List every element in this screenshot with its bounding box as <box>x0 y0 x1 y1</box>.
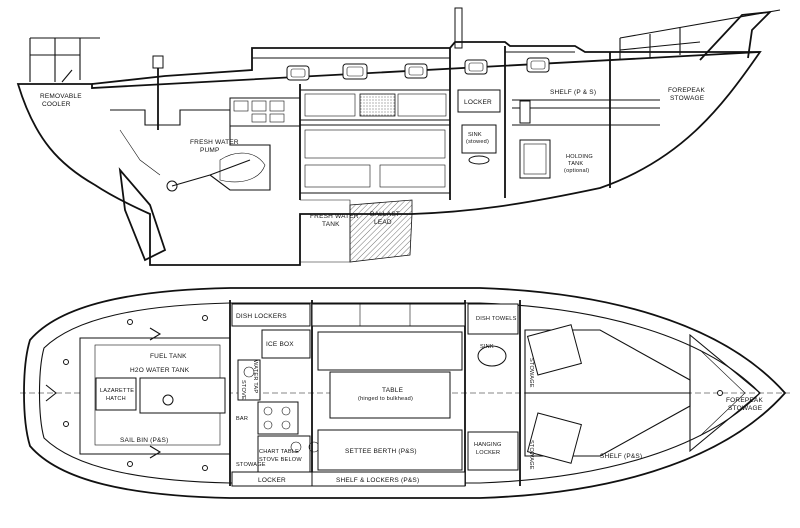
label-table-1: TABLE <box>382 387 404 394</box>
head-top <box>467 303 519 335</box>
mast-stub <box>454 7 463 49</box>
label-ice-box: ICE BOX <box>266 341 294 348</box>
label-table-2: (hinged to bulkhead) <box>358 396 413 402</box>
settee-profile <box>299 124 451 194</box>
upper-shelf-lockers <box>311 303 466 327</box>
label-head-sink: SINK <box>480 344 494 350</box>
head-sink-plan <box>477 345 507 367</box>
label-removable-cooler-1: REMOVABLE <box>40 93 82 100</box>
ice-box <box>261 329 311 359</box>
profile-view: REMOVABLE COOLER FRESH WATER PUMP FRESH … <box>16 7 781 266</box>
label-holding-tank-1: HOLDING <box>566 154 593 160</box>
hull-plan-outer <box>23 287 787 499</box>
stove-plan <box>257 401 299 435</box>
label-forepeak-plan-1: FOREPEAK <box>726 397 763 404</box>
stern-pulpit <box>29 37 100 83</box>
label-lazarette-2: HATCH <box>106 396 126 402</box>
label-shelf-profile: SHELF (P & S) <box>550 89 596 96</box>
label-holding-tank-3: (optional) <box>564 168 589 174</box>
cabin-top <box>91 41 760 85</box>
label-fuel-tank: FUEL TANK <box>150 353 187 360</box>
label-stove: STOVE <box>240 380 246 400</box>
label-stowage-mid-2: STOWAGE <box>528 440 534 470</box>
cockpit <box>79 337 231 455</box>
bulkheads-plan <box>229 300 521 486</box>
portholes <box>286 57 550 81</box>
label-dish-towel: DISH TOWELS <box>476 316 517 322</box>
deck-fittings <box>45 315 723 471</box>
label-sink-1: SINK <box>468 132 482 138</box>
label-fresh-water-tank-1: FRESH WATER <box>310 213 359 220</box>
label-forepeak-profile-1: FOREPEAK <box>668 87 705 94</box>
ballast-keel <box>349 199 413 263</box>
label-shelf-lockers: SHELF & LOCKERS (P&S) <box>336 477 419 484</box>
head-area-profile <box>457 89 501 165</box>
label-sail-bin: SAIL BIN (P&S) <box>120 437 168 444</box>
label-holding-tank-2: TANK <box>568 161 583 167</box>
saloon-table <box>329 371 451 419</box>
label-removable-cooler-2: COOLER <box>42 101 71 108</box>
label-chart-table-1: CHART TABLE <box>259 449 299 455</box>
hanging-locker-door <box>519 139 551 179</box>
hull-plan-inner <box>38 302 761 484</box>
label-water-tap: WATER TAP <box>252 360 258 393</box>
label-bar: BAR <box>236 416 248 422</box>
label-fresh-water-pump-1: FRESH WATER <box>190 139 239 146</box>
v-berth-stbd <box>524 392 691 457</box>
lower-shelf-lockers <box>311 471 466 487</box>
port-settee <box>317 331 463 371</box>
label-forepeak-plan-2: STOWAGE <box>728 405 763 412</box>
label-h2o-water-tank: H2O WATER TANK <box>130 367 190 374</box>
label-sink-2: (stowed) <box>466 139 489 145</box>
label-shelf-plan: SHELF (P&S) <box>600 453 642 460</box>
bow-pulpit <box>619 9 781 61</box>
hull-profile <box>16 51 762 266</box>
label-stowage-aft: STOWAGE <box>236 462 266 468</box>
label-chart-table-2: STOVE BELOW <box>259 457 302 463</box>
label-fresh-water-pump-2: PUMP <box>200 147 220 154</box>
label-dish-lockers: DISH LOCKERS <box>236 313 287 320</box>
galley-sink-plan <box>237 359 261 401</box>
label-locker-profile: LOCKER <box>464 99 492 106</box>
label-ballast-1: BALLAST <box>370 211 400 218</box>
label-ballast-2: LEAD <box>374 219 392 226</box>
label-fresh-water-tank-2: TANK <box>322 221 340 228</box>
label-locker-plan: LOCKER <box>258 477 286 484</box>
hanging-locker-plan <box>467 431 519 471</box>
label-settee-berth: SETTEE BERTH (P&S) <box>345 448 417 455</box>
dish-lockers <box>231 303 311 327</box>
rudder <box>118 167 167 262</box>
label-hanging-locker-1: HANGING <box>474 442 502 448</box>
label-stowage-mid-1: STOWAGE <box>528 358 534 388</box>
bulkheads-profile <box>299 46 611 200</box>
label-lazarette-1: LAZARETTE <box>100 388 134 394</box>
plan-view: DISH LOCKERS ICE BOX FUEL TANK H2O WATER… <box>20 287 790 499</box>
starboard-settee <box>317 429 463 471</box>
label-forepeak-profile-2: STOWAGE <box>670 95 705 102</box>
label-hanging-locker-2: LOCKER <box>476 450 500 456</box>
galley-cabinets-profile <box>229 89 451 127</box>
